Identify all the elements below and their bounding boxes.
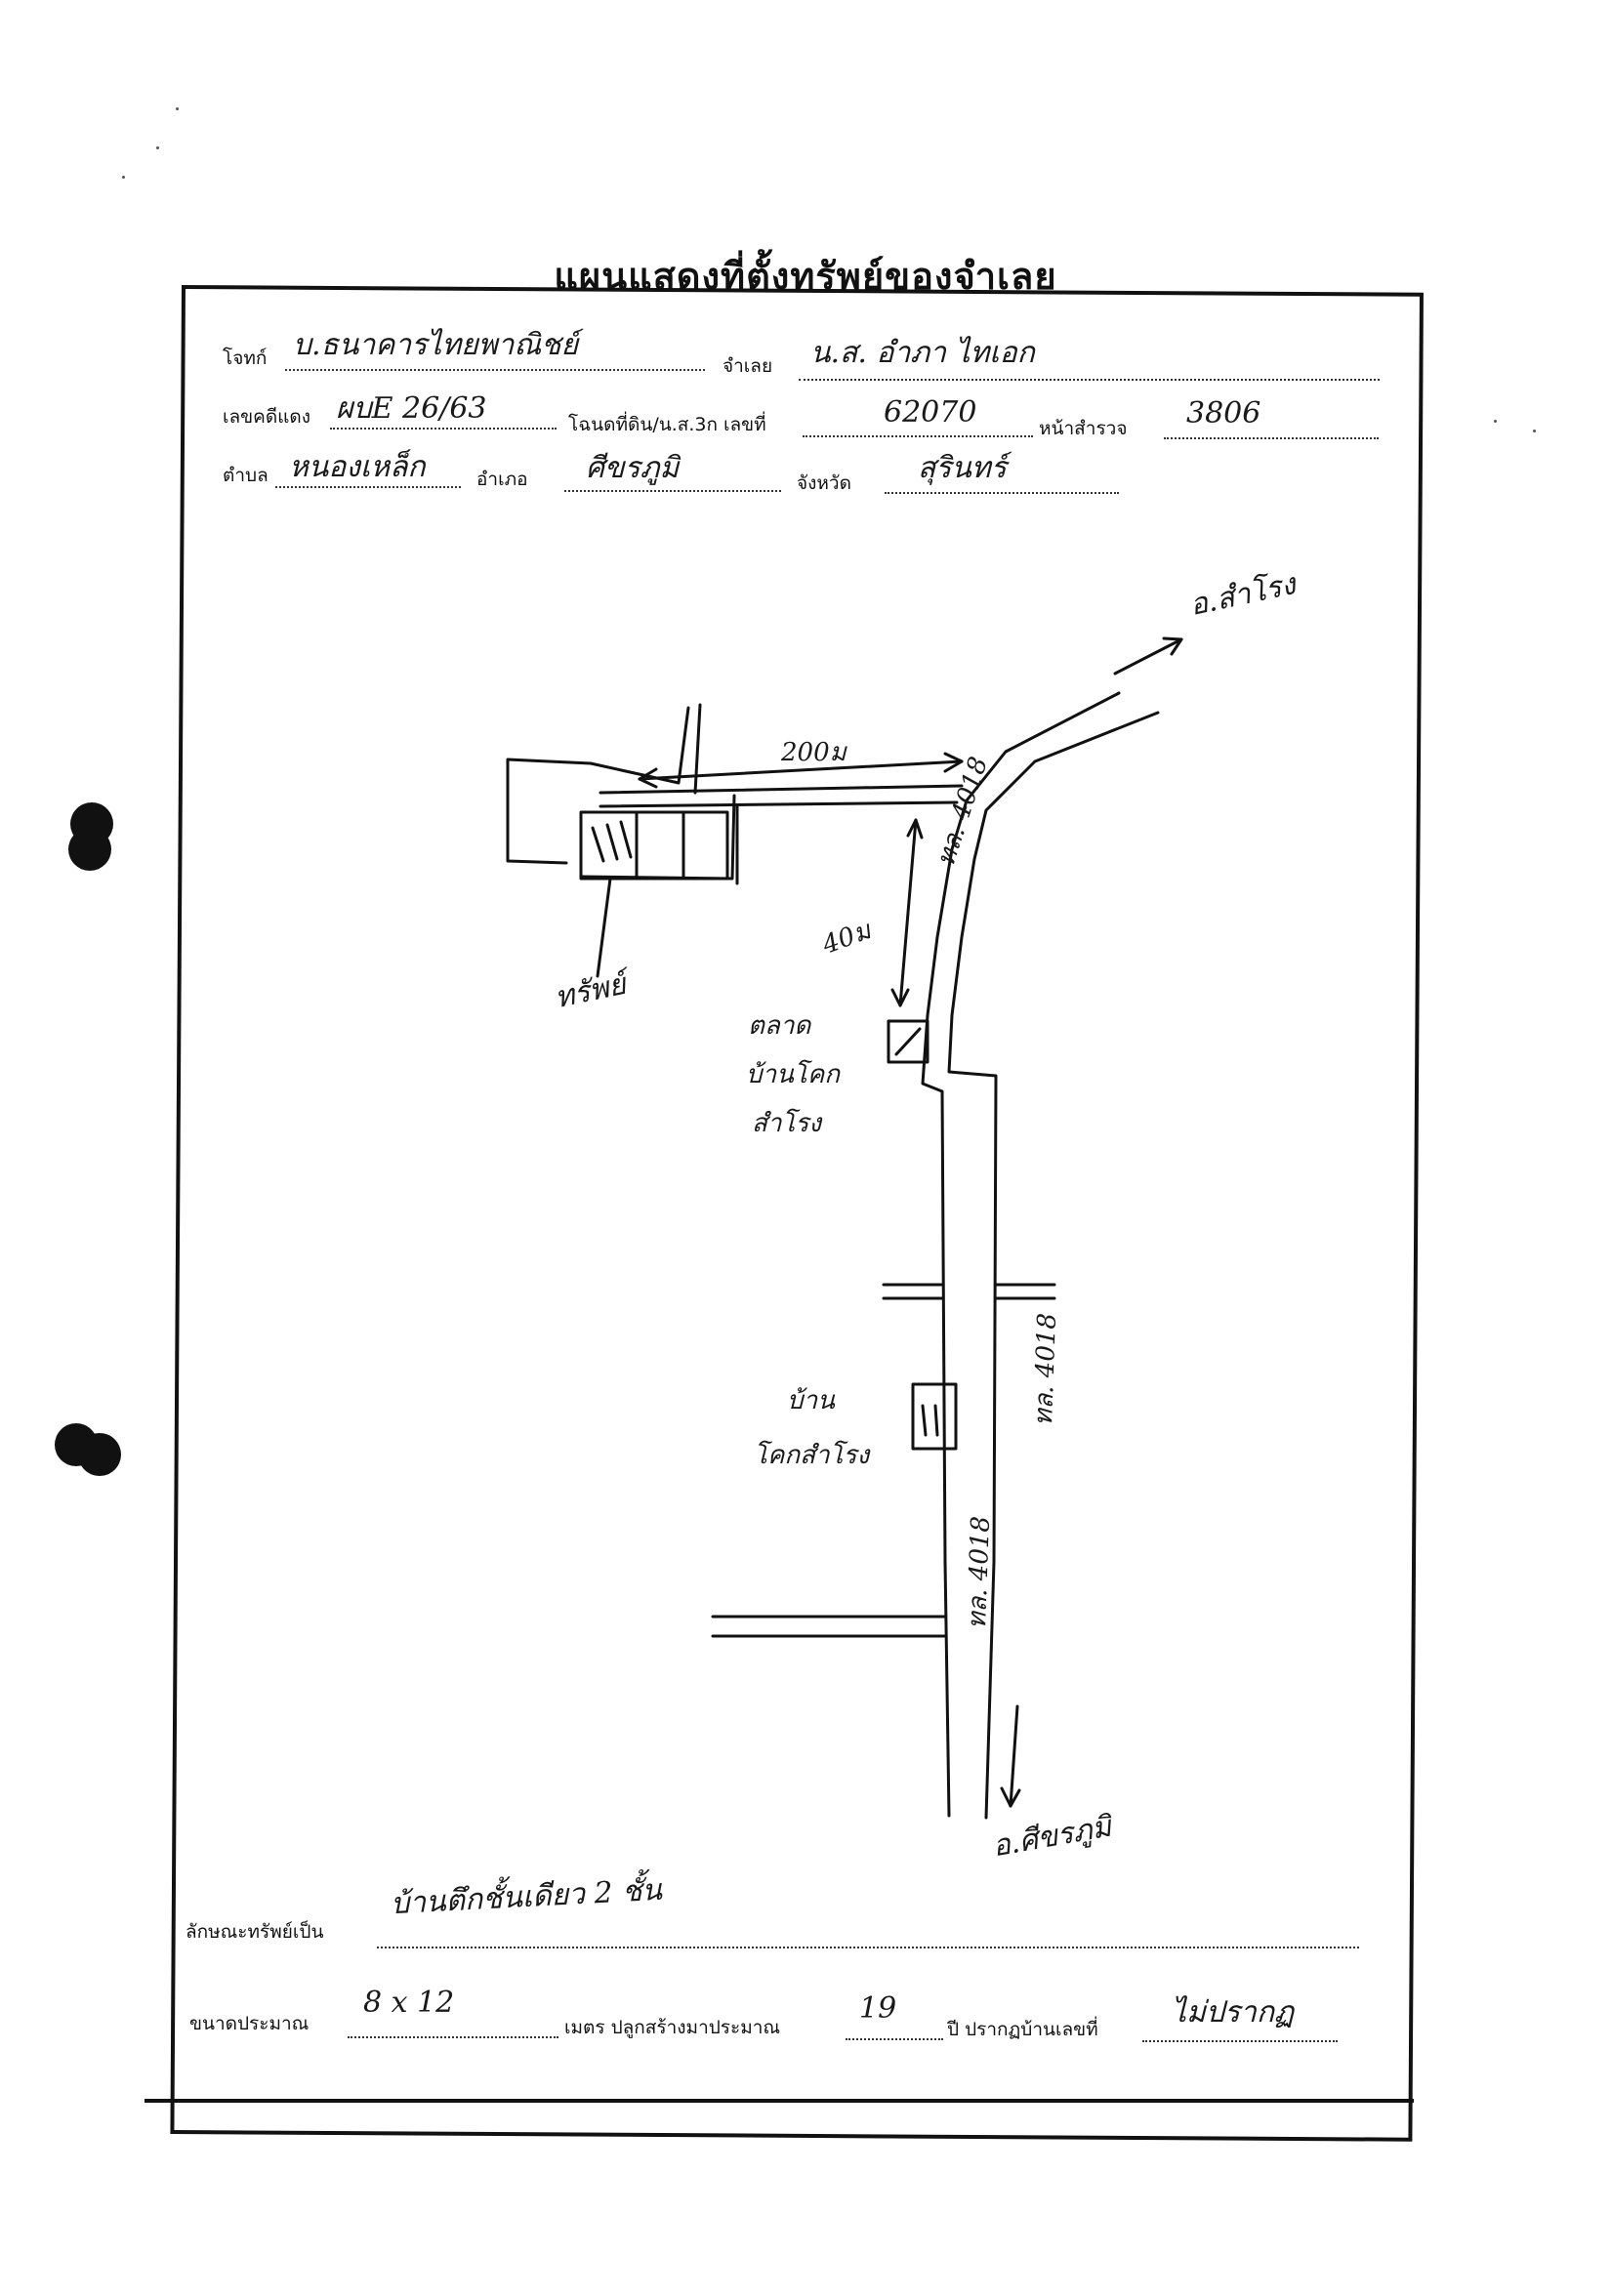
built-value: 19 [859,1991,897,2026]
red-case-dots [330,428,557,430]
arrow-bottom [1009,1704,1019,1808]
subdistrict-label: ตำบล [223,465,268,486]
map-school-label-1: ตลาด [748,1011,811,1041]
lot-post [693,703,702,795]
house-building [911,1382,958,1451]
house-no-value: ไม่ปรากฏ [1172,1995,1295,2030]
lot-outline [506,706,690,865]
province-label: จังหวัด [797,472,851,494]
built-dots [846,2038,943,2040]
plaintiff-dots [285,369,705,371]
defendant-label: จำเลย [723,355,773,377]
house-no-label: ปี ปรากฏบ้านเลขที่ [947,2019,1098,2040]
survey-dots [1164,437,1379,439]
property-lot [579,794,736,881]
property-building [579,810,729,881]
built-label: เมตร ปลูกสร้างมาประมาณ [564,2017,781,2038]
punch-hole-top-2 [68,828,111,871]
house-no-dots [1142,2040,1338,2042]
property-type-dots [377,1947,1359,1948]
property-pointer [596,877,612,978]
arrow-bottom-head [1000,1786,1021,1808]
red-case-value: ผบE 26/63 [336,391,487,426]
arrow-top-head [1162,636,1183,656]
size-dots [348,2036,558,2038]
subdistrict-value: หนองเหล็ก [289,450,426,484]
district-value: ศีขรภูมิ [586,451,680,485]
punch-hole-bottom-2 [78,1433,121,1476]
map-school-label-2: บ้านโคก [746,1060,840,1089]
arrow-200-head-left [638,767,658,789]
deed-dots [803,435,1033,437]
size-label: ขนาดประมาณ [189,2013,310,2034]
plaintiff-value: บ.ธนาคารไทยพาณิชย์ [293,328,579,362]
main-road-left-edge [921,691,1121,1818]
map-house-label-2: โคกสำโรง [754,1441,870,1470]
red-case-label: เลขคดีแดง [223,406,311,428]
plaintiff-label: โจทก์ [223,348,268,369]
district-label: อำเภอ [476,469,528,490]
defendant-value: น.ส. อำภา ไทเอก [810,336,1035,370]
province-value: สุรินทร์ [918,451,1007,485]
school-hatch [894,1027,922,1056]
house-hatch [921,1404,939,1437]
map-road-lower-label: ทล. 4018 [962,1515,997,1630]
district-dots [564,490,781,492]
school-building [887,1019,929,1064]
scan-speck [1533,430,1536,432]
arrow-40 [898,818,918,1007]
map-road-mid-label: ทล. 4018 [1028,1312,1063,1427]
defendant-dots [799,379,1380,381]
province-dots [885,492,1119,494]
main-road-right-edge [947,711,1160,1820]
scan-speck [176,107,179,110]
scan-speck [1494,420,1497,423]
property-type-label: ลักษณะทรัพย์เป็น [186,1921,324,1943]
arrow-200 [638,759,964,781]
survey-label: หน้าสำรวจ [1039,418,1128,439]
document-frame-bottom [145,2099,1414,2103]
arrow-40-head-bottom [890,988,910,1007]
arrow-200-head-right [943,752,964,773]
size-value: 8 x 12 [363,1986,455,2020]
deed-value: 62070 [884,395,977,430]
scan-speck [156,146,159,149]
side-road-bottom-edge [599,800,959,808]
property-hatch [591,820,633,863]
arrow-top [1113,637,1183,676]
map-dist-200: 200ม [781,738,847,767]
survey-value: 3806 [1186,396,1261,430]
side-road-top-edge [599,784,964,795]
map-school-label-3: สำโรง [752,1109,822,1138]
map-house-label-1: บ้าน [787,1386,835,1415]
subdistrict-dots [275,486,461,488]
scan-speck [122,176,125,179]
deed-label: โฉนดที่ดิน/น.ส.3ก เลขที่ [568,414,766,435]
page-title: แผนแสดงที่ตั้งทรัพย์ของจำเลย [554,254,1057,298]
arrow-40-head-top [906,818,924,840]
